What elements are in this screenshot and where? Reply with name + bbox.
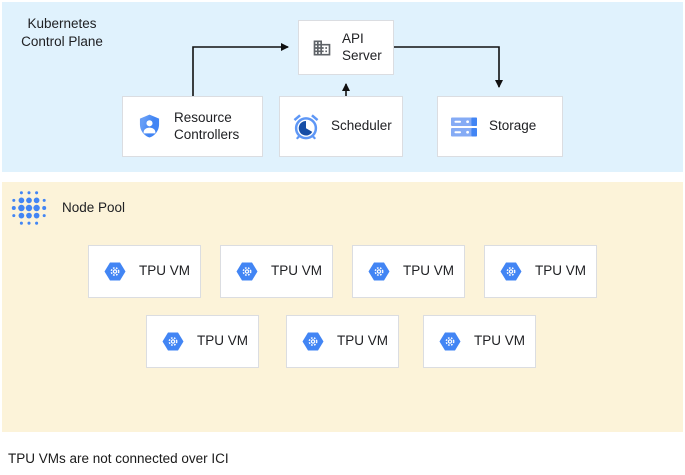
tpu-vm-label: TPU VM [139, 263, 191, 279]
hexagon-gear-icon [162, 332, 184, 351]
hexagon-gear-icon [439, 332, 461, 351]
node-label-scheduler: Scheduler [331, 118, 392, 134]
node-pool-zone [2, 182, 683, 432]
node-label-resource-controllers: Resource Controllers [174, 109, 240, 142]
hexagon-gear-icon [236, 262, 258, 281]
control-plane-zone-label: Kubernetes Control Plane [21, 16, 103, 50]
alarm-clock-icon [293, 113, 319, 139]
dot-cluster-icon [11, 191, 47, 225]
node-label-storage: Storage [489, 118, 537, 134]
tpu-vm-label: TPU VM [197, 333, 249, 349]
diagram-caption: TPU VMs are not connected over ICI [8, 451, 229, 466]
tpu-vm-box-7: TPU VM [423, 315, 536, 368]
tpu-vm-box-3: TPU VM [352, 245, 465, 298]
tpu-vm-label: TPU VM [403, 263, 455, 279]
building-icon [313, 40, 331, 55]
hexagon-gear-icon [500, 262, 522, 281]
node-storage: Storage [437, 96, 563, 157]
tpu-vm-box-1: TPU VM [88, 245, 201, 298]
tpu-vm-box-2: TPU VM [220, 245, 333, 298]
tpu-vm-label: TPU VM [535, 263, 587, 279]
shield-user-icon [139, 114, 160, 137]
tpu-vm-label: TPU VM [337, 333, 389, 349]
node-label-api-server: API Server [342, 30, 382, 63]
tpu-vm-label: TPU VM [271, 263, 323, 279]
hexagon-gear-icon [302, 332, 324, 351]
node-scheduler: Scheduler [279, 96, 403, 157]
hexagon-gear-icon [104, 262, 126, 281]
tpu-vm-box-6: TPU VM [286, 315, 399, 368]
node-api-server: API Server [298, 20, 394, 75]
node-pool-label: Node Pool [62, 200, 126, 215]
node-resource-controllers: Resource Controllers [122, 96, 263, 157]
tpu-vm-box-4: TPU VM [484, 245, 597, 298]
tpu-vm-label: TPU VM [474, 333, 526, 349]
hexagon-gear-icon [368, 262, 390, 281]
disk-stack-icon [451, 117, 477, 136]
tpu-vm-box-5: TPU VM [146, 315, 259, 368]
